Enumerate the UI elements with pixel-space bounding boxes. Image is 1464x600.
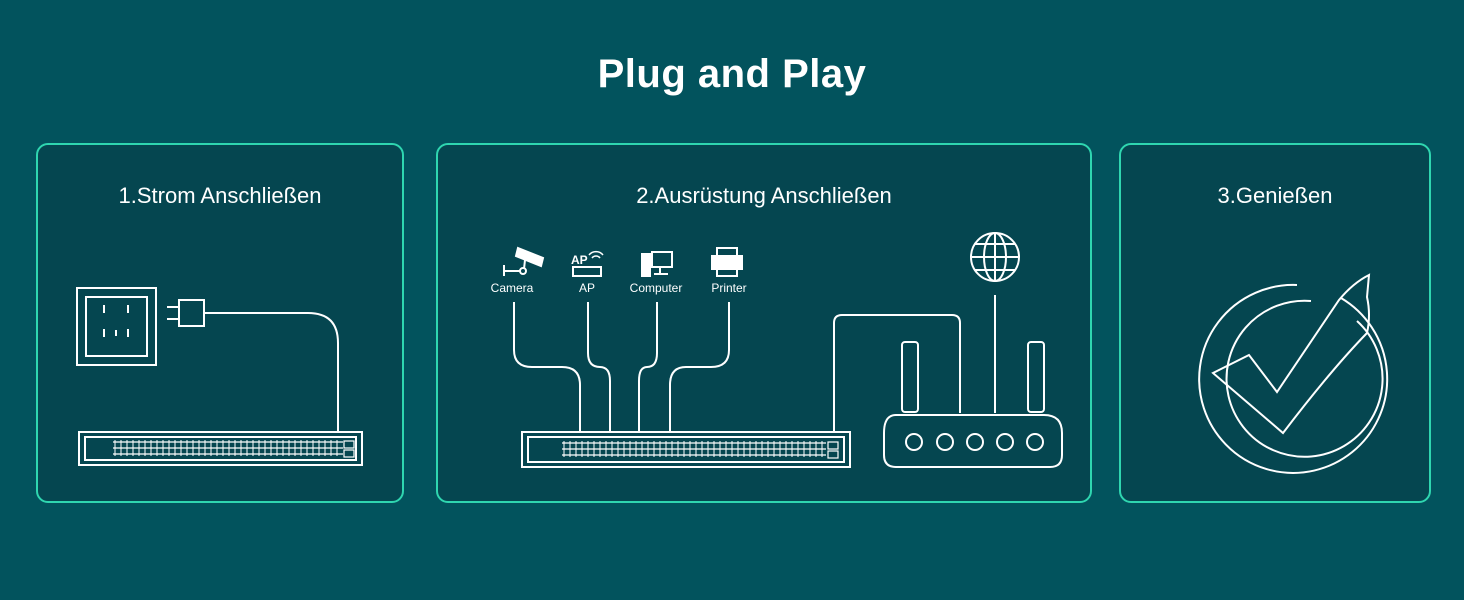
globe-icon bbox=[970, 232, 1020, 282]
step-2-title: 2.Ausrüstung Anschließen bbox=[636, 183, 892, 208]
step-1-title: 1.Strom Anschließen bbox=[118, 183, 322, 208]
computer-icon bbox=[641, 251, 673, 277]
printer-cable bbox=[669, 302, 730, 432]
step-1-illustration bbox=[76, 287, 363, 466]
power-plug-icon bbox=[167, 299, 205, 327]
device-label-printer: Printer bbox=[711, 281, 746, 295]
camera-icon bbox=[503, 246, 545, 276]
device-label-ap: AP bbox=[579, 281, 595, 295]
computer-cable bbox=[638, 302, 658, 432]
step-2-illustration: AP bbox=[491, 232, 1063, 468]
switch-ports bbox=[563, 441, 823, 457]
step-1-panel: 1.Strom Anschließen bbox=[36, 143, 404, 503]
ap-cable bbox=[587, 302, 611, 432]
device-label-camera: Camera bbox=[491, 281, 534, 295]
access-point-icon bbox=[572, 250, 604, 277]
network-switch-icon bbox=[521, 431, 851, 468]
power-cable bbox=[204, 312, 339, 432]
step-2-panel: 2.Ausrüstung Anschließen AP bbox=[436, 143, 1092, 503]
page-title: Plug and Play bbox=[597, 52, 867, 96]
switch-router-cable bbox=[833, 314, 961, 432]
svg-text:AP: AP bbox=[571, 253, 588, 267]
power-outlet-icon bbox=[76, 287, 157, 366]
step-3-title: 3.Genießen bbox=[1217, 183, 1333, 208]
printer-icon bbox=[711, 247, 743, 277]
step-3-panel: 3.Genießen bbox=[1119, 143, 1431, 503]
checkmark-icon bbox=[1198, 273, 1389, 474]
step-3-illustration bbox=[1198, 273, 1389, 474]
device-label-computer: Computer bbox=[630, 281, 683, 295]
switch-ports bbox=[114, 440, 338, 456]
camera-cable bbox=[513, 302, 581, 432]
router-icon bbox=[883, 295, 1063, 468]
